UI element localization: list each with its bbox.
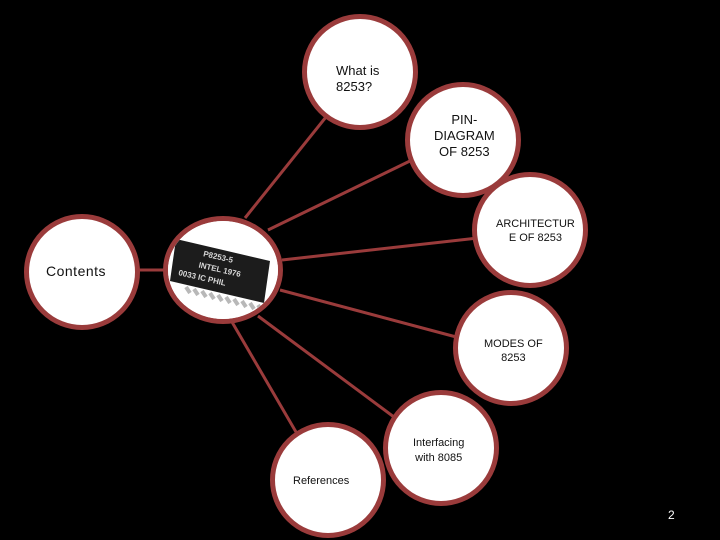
center-chip-image: P8253-5 INTEL 1976 0033 IC PHIL bbox=[163, 216, 283, 324]
node-contents[interactable]: Contents bbox=[24, 214, 140, 330]
node-what-is[interactable]: What is 8253? bbox=[302, 14, 418, 130]
connector-references bbox=[230, 321, 298, 433]
node-references[interactable]: References bbox=[270, 422, 386, 538]
node-architecture[interactable]: ARCHITECTUR E OF 8253 bbox=[472, 172, 588, 288]
node-label: MODES OF 8253 bbox=[484, 338, 543, 364]
node-modes[interactable]: MODES OF 8253 bbox=[453, 290, 569, 406]
node-label: What is 8253? bbox=[336, 63, 380, 94]
chip-body bbox=[170, 239, 270, 303]
node-label: PIN- DIAGRAM OF 8253 bbox=[434, 112, 495, 159]
node-label: Interfacing with 8085 bbox=[413, 437, 465, 464]
connector-architecture bbox=[281, 236, 479, 262]
node-label: References bbox=[293, 475, 350, 487]
node-interfacing[interactable]: Interfacing with 8085 bbox=[383, 390, 499, 506]
connector-what-is bbox=[243, 111, 332, 219]
connector-interfacing bbox=[257, 314, 399, 422]
node-label: ARCHITECTUR E OF 8253 bbox=[496, 218, 575, 244]
chip-pins bbox=[184, 285, 264, 313]
ic-chip-icon: P8253-5 INTEL 1976 0033 IC PHIL bbox=[168, 221, 278, 319]
node-label: Contents bbox=[46, 263, 107, 279]
page-number: 2 bbox=[668, 508, 675, 522]
connector-pin-diagram bbox=[267, 158, 413, 232]
connector-modes bbox=[279, 288, 461, 340]
